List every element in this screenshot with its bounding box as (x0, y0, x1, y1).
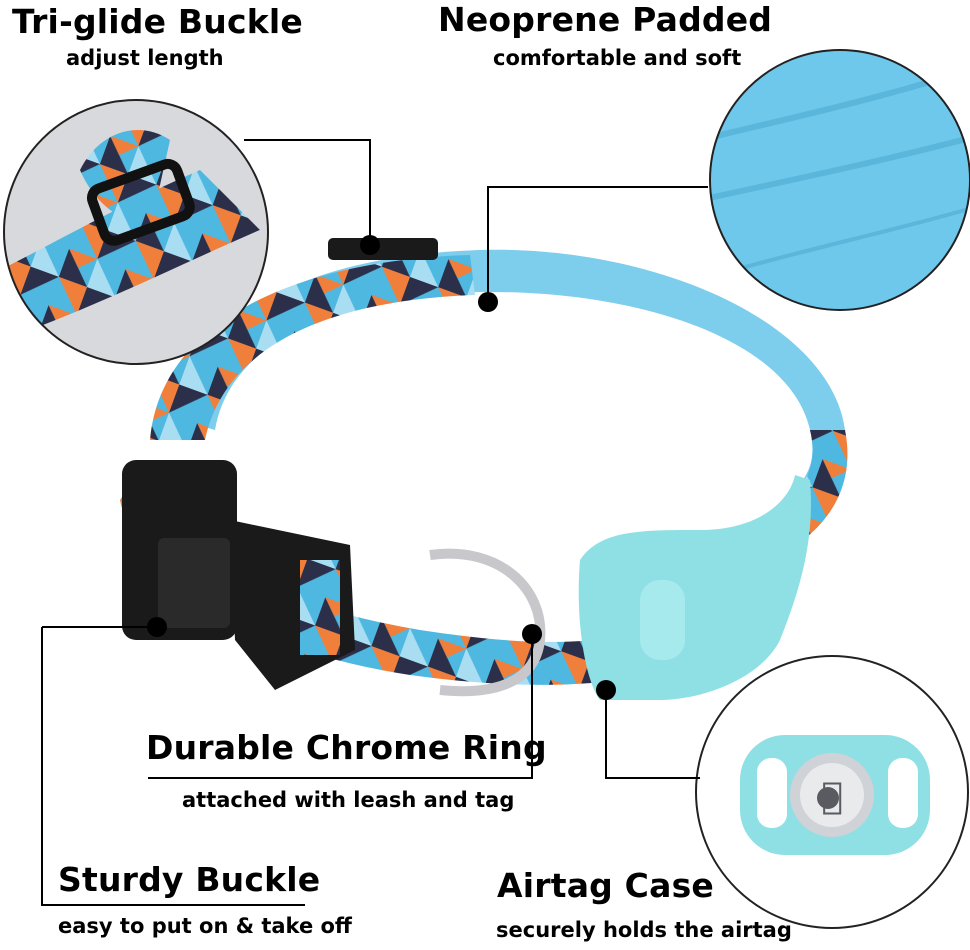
callout-dots (147, 235, 616, 700)
neoprene-title: Neoprene Padded (438, 0, 773, 39)
tri-glide-detail-circle (3, 99, 269, 365)
airtag-subtitle: securely holds the airtag (496, 918, 792, 942)
tri-glide-buckle (328, 238, 438, 260)
side-release-buckle (122, 460, 355, 690)
airtag-detail-circle:  (695, 655, 969, 929)
chrome-ring-title: Durable Chrome Ring (146, 728, 547, 767)
callout-lines (41, 139, 708, 906)
collar (120, 238, 848, 700)
neoprene-detail-circle (709, 49, 970, 311)
apple-logo-icon (817, 787, 839, 809)
tri-glide-title: Tri-glide Buckle (12, 2, 303, 41)
tri-glide-subtitle: adjust length (66, 46, 224, 70)
airtag-title: Airtag Case (497, 866, 714, 905)
sturdy-buckle-subtitle: easy to put on & take off (58, 914, 352, 938)
neoprene-subtitle: comfortable and soft (493, 46, 742, 70)
collar-band-back (150, 255, 475, 440)
sturdy-buckle-title: Sturdy Buckle (58, 860, 321, 899)
airtag-case-on-collar (578, 475, 811, 700)
chrome-ring-subtitle: attached with leash and tag (182, 788, 515, 812)
